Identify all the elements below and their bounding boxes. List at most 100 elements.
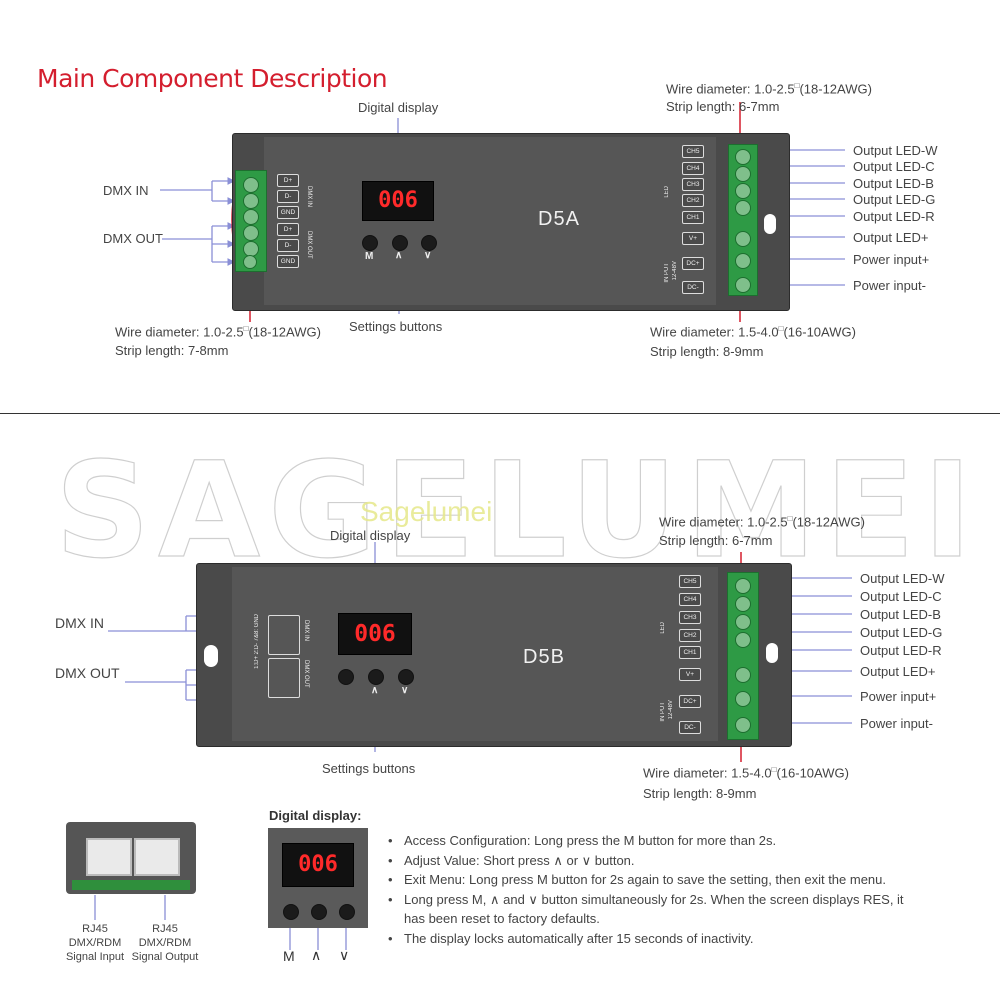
instruction-item: Adjust Value: Short press ∧ or ∨ button. <box>388 851 908 871</box>
d5b-body <box>232 567 718 741</box>
d5a-ch-label: V+ <box>682 232 704 245</box>
d5a-mount-hole <box>764 214 776 234</box>
d5b-strip-bottom: Strip length: 8-9mm <box>643 786 757 801</box>
d5b-up-button[interactable] <box>368 669 384 685</box>
d5a-ch-label: CH5 <box>682 145 704 158</box>
d5a-settings-buttons-label: Settings buttons <box>349 319 443 334</box>
d5a-term-label: GND <box>277 255 299 268</box>
section-divider <box>0 413 1000 414</box>
d5b-output-label: Power input- <box>860 716 933 731</box>
d5a-ch-label: CH2 <box>682 194 704 207</box>
watermark-small: Sagelumei <box>360 496 493 527</box>
d5a-digital-display: 006 <box>362 181 434 221</box>
d5a-output-terminal <box>728 144 758 296</box>
panel-digital-display: 006 <box>282 843 354 887</box>
panel-up-label: ∧ <box>311 947 322 963</box>
d5b-ch-label: CH3 <box>679 611 701 624</box>
d5a-term-label: D+ <box>277 174 299 187</box>
d5b-output-label: Output LED-W <box>860 571 945 586</box>
display-panel-heading: Digital display: <box>269 808 362 823</box>
d5b-rj45-in-port <box>268 615 300 655</box>
d5b-ch-label: CH1 <box>679 646 701 659</box>
d5a-term-label: D- <box>277 190 299 203</box>
d5a-dmx-terminal <box>235 170 267 272</box>
d5a-dmx-out-label: DMX OUT <box>103 231 163 246</box>
rj45-output-line3: Signal Output <box>131 951 199 963</box>
d5b-ch-label: CH2 <box>679 629 701 642</box>
d5b-strip-top: Strip length: 6-7mm <box>659 533 773 548</box>
d5a-volt-tag: 12-48V <box>672 261 678 281</box>
d5b-digital-display-label: Digital display <box>330 528 411 543</box>
d5a-output-label: Output LED-C <box>853 159 935 174</box>
instruction-item: The display locks automatically after 15… <box>388 929 908 949</box>
d5b-down-label: ∨ <box>401 685 409 696</box>
d5a-output-label: Output LED-B <box>853 176 934 191</box>
rj45-input-line1: RJ45 <box>82 923 108 935</box>
d5b-model-name: D5B <box>523 646 565 668</box>
d5b-settings-buttons-label: Settings buttons <box>322 761 416 776</box>
d5a-output-label: Power input- <box>853 278 926 293</box>
d5b-down-button[interactable] <box>398 669 414 685</box>
d5a-output-label: Output LED+ <box>853 230 929 245</box>
panel-m-button[interactable] <box>283 904 299 920</box>
d5b-ch-label: CH5 <box>679 575 701 588</box>
rj45-output-line2: DMX/RDM <box>138 937 192 949</box>
panel-m-label: M <box>283 948 295 964</box>
d5a-dmx-in-label: DMX IN <box>103 183 149 198</box>
d5a-term-label: D+ <box>277 223 299 236</box>
d5a-m-button[interactable] <box>362 235 378 251</box>
d5b-output-label: Output LED-C <box>860 589 942 604</box>
d5a-strip-bottom: Strip length: 8-9mm <box>650 344 764 359</box>
d5b-output-label: Output LED+ <box>860 664 936 679</box>
rj45-output-line1: RJ45 <box>152 923 178 935</box>
d5b-wire-top: Wire diameter: 1.0-2.5□(18-12AWG) <box>659 514 865 530</box>
d5a-down-button[interactable] <box>421 235 437 251</box>
d5a-output-label: Output LED-G <box>853 192 936 207</box>
d5a-ch-label: CH1 <box>682 211 704 224</box>
d5b-wire-bottom: Wire diameter: 1.5-4.0□(16-10AWG) <box>643 765 849 781</box>
d5a-wire-left: Wire diameter: 1.0-2.5□(18-12AWG) <box>115 324 321 340</box>
watermark: SAGELUMEI <box>54 434 980 588</box>
rj45-input-line2: DMX/RDM <box>68 937 122 949</box>
d5a-wire-top: Wire diameter: 1.0-2.5□(18-12AWG) <box>666 81 872 97</box>
d5b-ch-label: V+ <box>679 668 701 681</box>
d5a-m-label: M <box>365 251 374 262</box>
d5b-rj45-out-port <box>268 658 300 698</box>
d5b-dmx-in-label: DMX IN <box>55 615 104 631</box>
page-title: Main Component Description <box>37 64 388 93</box>
instruction-item: Access Configuration: Long press the M b… <box>388 831 908 851</box>
d5b-led-tag: LED <box>660 622 666 634</box>
d5a-ch-label: DC- <box>682 281 704 294</box>
d5a-dmx-out-tag: DMX OUT <box>306 231 312 259</box>
panel-down-button[interactable] <box>339 904 355 920</box>
d5a-strip-left: Strip length: 7-8mm <box>115 343 229 358</box>
panel-up-button[interactable] <box>311 904 327 920</box>
d5a-output-label: Power input+ <box>853 252 930 267</box>
d5b-output-label: Output LED-G <box>860 625 943 640</box>
d5a-digital-display-label: Digital display <box>358 100 439 115</box>
d5b-ch-label: CH4 <box>679 593 701 606</box>
d5a-led-tag: LED <box>664 186 670 198</box>
d5b-m-button[interactable] <box>338 669 354 685</box>
d5b-output-label: Power input+ <box>860 689 937 704</box>
d5a-body <box>264 137 716 305</box>
d5a-model-name: D5A <box>538 208 580 230</box>
d5a-input-tag: IN PUT <box>664 263 670 283</box>
d5b-dmx-out-label: DMX OUT <box>55 665 120 681</box>
panel-down-label: ∨ <box>339 947 350 963</box>
d5b-mount-hole-right <box>766 643 778 663</box>
d5b-input-tag: IN PUT <box>660 702 666 722</box>
d5a-term-label: GND <box>277 206 299 219</box>
d5a-ch-label: DC+ <box>682 257 704 270</box>
d5b-output-terminal <box>727 572 759 740</box>
d5b-up-label: ∧ <box>371 685 379 696</box>
d5a-ch-label: CH3 <box>682 178 704 191</box>
d5b-mount-hole-left <box>204 645 218 667</box>
d5b-digital-display: 006 <box>338 613 412 655</box>
rj45-input-line3: Signal Input <box>65 951 125 963</box>
d5b-dmx-in-tag: DMX IN <box>303 620 309 641</box>
d5a-output-label: Output LED-W <box>853 143 938 158</box>
d5a-up-button[interactable] <box>392 235 408 251</box>
d5b-volt-tag: 12-48V <box>668 700 674 720</box>
d5b-output-label: Output LED-B <box>860 607 941 622</box>
